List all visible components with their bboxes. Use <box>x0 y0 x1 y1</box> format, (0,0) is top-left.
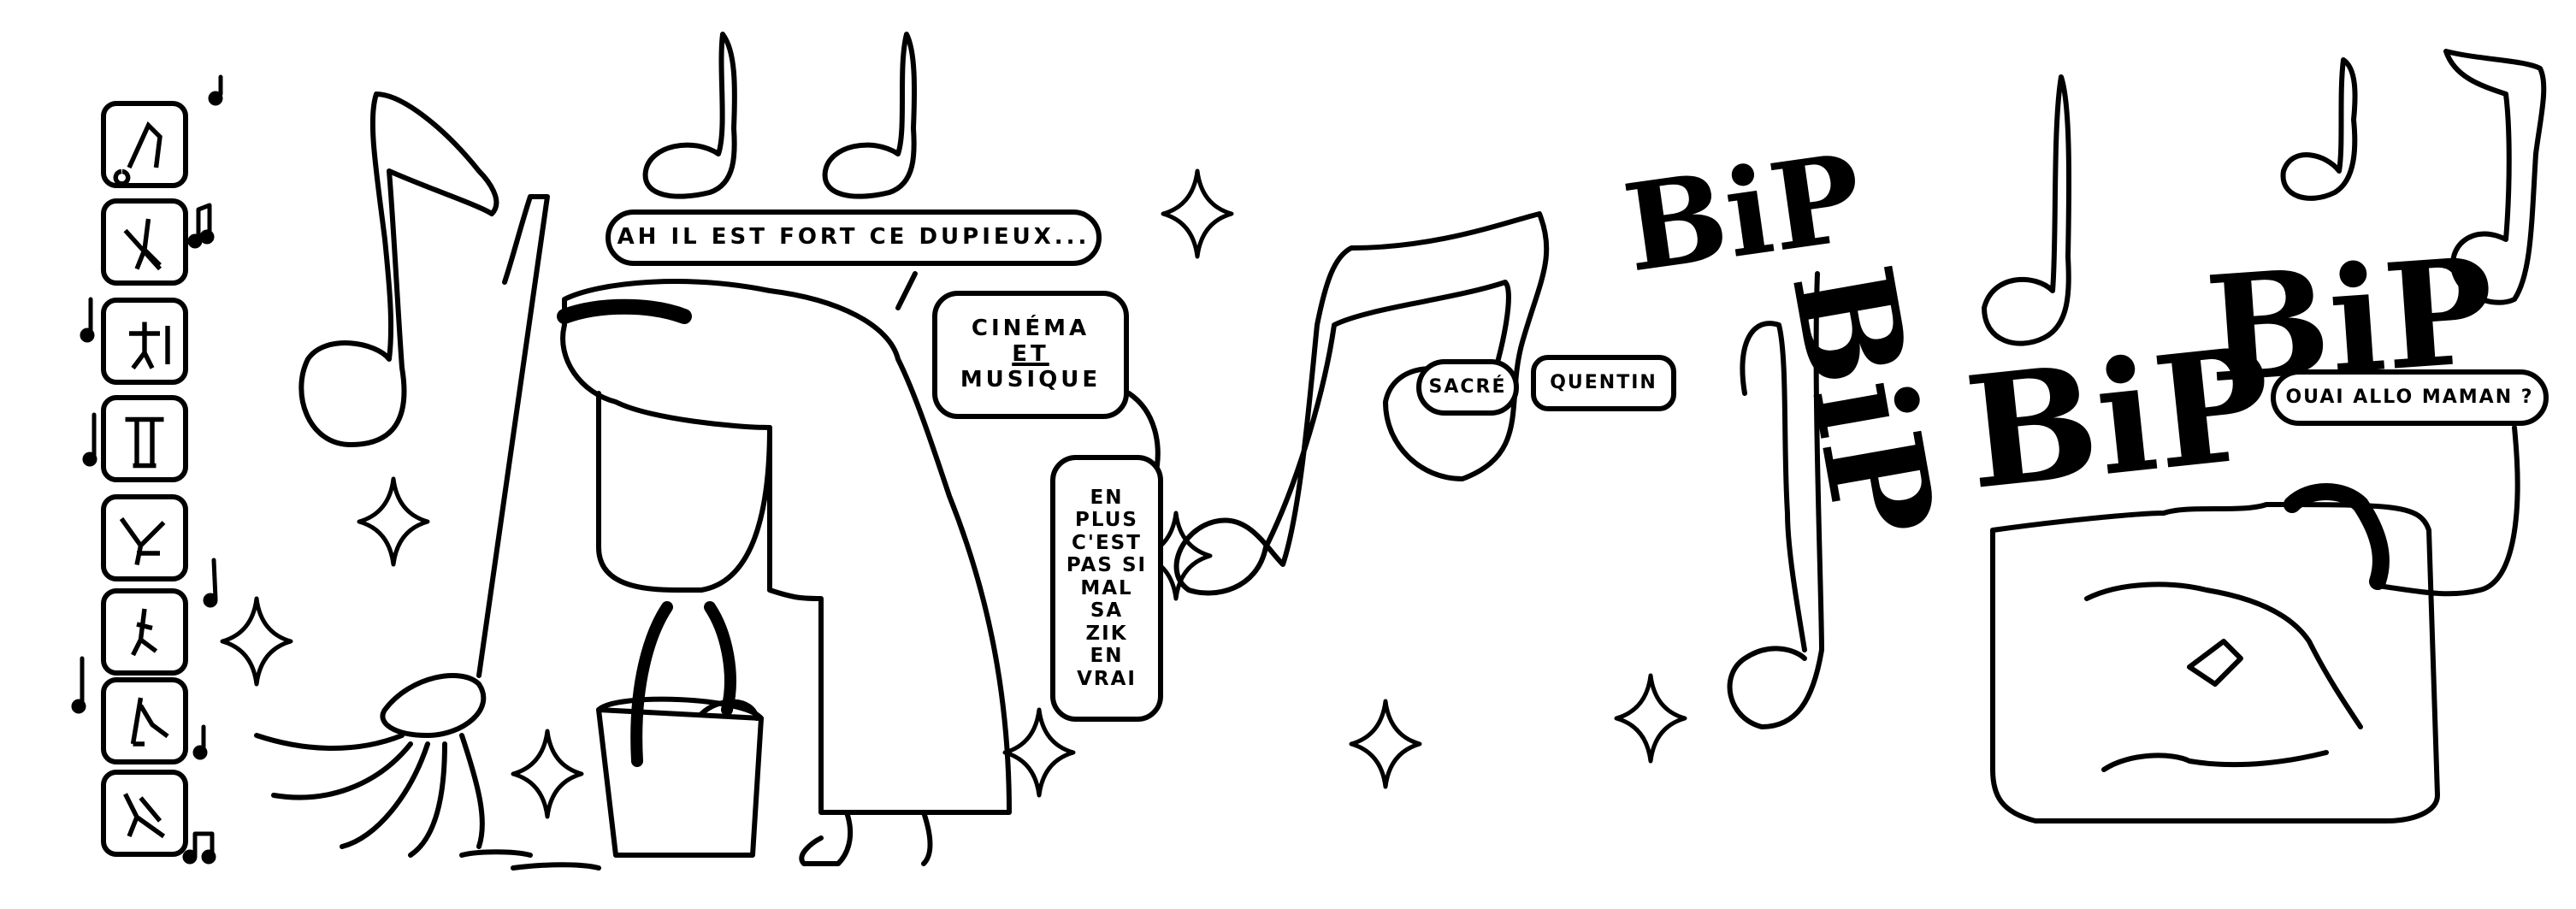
bubble-text: AH IL EST FORT CE DUPIEUX... <box>617 224 1090 251</box>
bucket-icon <box>596 601 764 858</box>
bubble-line: C'EST <box>1072 531 1142 554</box>
bubble-text: OUAI ALLO MAMAN ? <box>2285 387 2534 409</box>
bubble-text: CINÉMA <box>971 316 1090 342</box>
speech-bubble-maman: OUAI ALLO MAMAN ? <box>2271 369 2549 426</box>
speech-bubble-sacre: SACRÉ <box>1416 359 1519 416</box>
music-note-icon <box>298 91 499 447</box>
speech-bubble-dupieux: AH IL EST FORT CE DUPIEUX... <box>606 210 1102 266</box>
thumbnail-3 <box>101 298 188 385</box>
bubble-line: EN PLUS <box>1075 487 1138 532</box>
bubble-line: ZIK <box>1085 622 1128 645</box>
small-music-note-icon <box>71 74 223 865</box>
thumbnail-6 <box>101 588 188 676</box>
thumbnail-8 <box>101 770 188 857</box>
cleaner-figure <box>557 279 1012 866</box>
bubble-line: EN <box>1090 645 1124 668</box>
sound-effect-bip: BiP <box>1616 127 1870 300</box>
bubble-text: SACRÉ <box>1428 376 1507 398</box>
bubble-text: QUENTIN <box>1550 372 1657 394</box>
thumbnail-5 <box>101 494 188 581</box>
bubble-text-emphasis: ET <box>1012 341 1049 368</box>
sound-effect-bip: BiP <box>2201 225 2500 416</box>
bubble-line: MAL <box>1080 576 1133 599</box>
thumbnail-1 <box>101 101 188 188</box>
bubble-line: PAS SI <box>1066 554 1148 577</box>
thumbnail-4 <box>101 395 188 482</box>
bubble-line: VRAI <box>1077 667 1137 690</box>
sparkle-icon <box>220 168 1687 819</box>
bubble-text: MUSIQUE <box>960 366 1102 393</box>
speech-bubble-en-plus: EN PLUS C'EST PAS SI MAL SA ZIK EN VRAI <box>1050 455 1163 722</box>
bubble-line: SA <box>1090 599 1124 623</box>
speech-bubble-cinema: CINÉMA ET MUSIQUE <box>932 291 1129 419</box>
thumbnail-2 <box>101 198 188 286</box>
speech-bubble-quentin: QUENTIN <box>1531 355 1676 411</box>
sound-effect-bip: BiP <box>1760 254 1966 549</box>
phone-call-figure <box>1990 483 2440 823</box>
thumbnail-7 <box>101 677 188 764</box>
mop-icon <box>254 194 550 858</box>
